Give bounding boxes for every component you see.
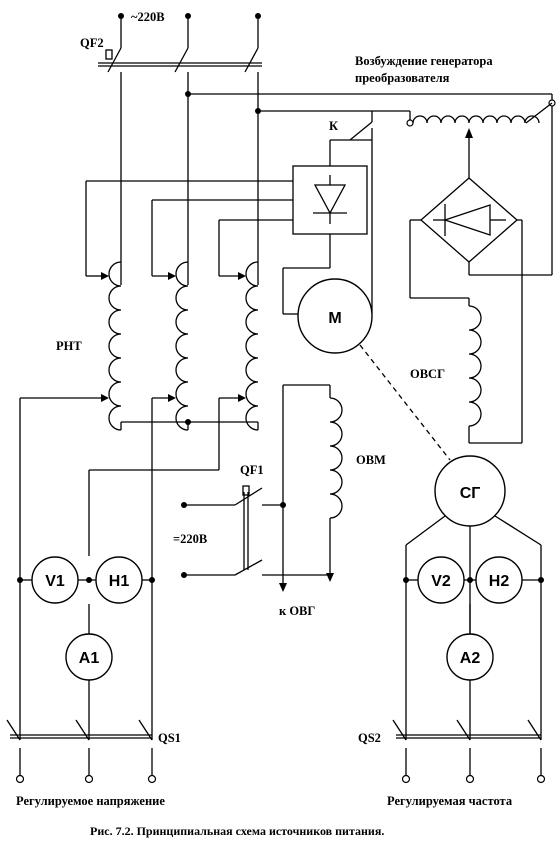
- voltmeter-v2: [417, 556, 465, 604]
- generator-rectifier-bridge: [409, 150, 552, 444]
- figure-caption: Рис. 7.2. Принципиальная схема источнико…: [90, 824, 384, 838]
- label-rnt: РНТ: [56, 339, 82, 353]
- meter-label-v1: V1: [45, 573, 65, 590]
- label-regulated-voltage: Регулируемое напряжение: [16, 794, 165, 808]
- frequency-meter-h1: [95, 556, 143, 604]
- label-qs1: QS1: [158, 731, 181, 745]
- label-qf2: QF2: [80, 36, 104, 50]
- label-excitation-line1: Возбуждение генератора: [355, 54, 493, 68]
- rnt-autotransformer: [20, 181, 259, 431]
- main-supply-lines: [98, 13, 262, 285]
- motor-label: М: [328, 310, 341, 327]
- meter-label-a1: A1: [79, 650, 100, 667]
- ammeter-a1: [65, 633, 113, 681]
- voltmeter-v1: [31, 556, 79, 604]
- switch-qs1: [6, 719, 157, 784]
- frequency-meter-h2: [475, 556, 523, 604]
- contact-k: [329, 111, 373, 166]
- label-ovsg: ОВСГ: [410, 367, 445, 381]
- label-supply-ac: ~220В: [131, 10, 165, 24]
- left-output-lines: [17, 398, 220, 740]
- label-regulated-frequency: Регулируемая частота: [387, 794, 513, 808]
- label-excitation-line2: преобразователя: [355, 71, 450, 85]
- right-output-lines: [403, 577, 544, 634]
- dc-breaker-qf1: [181, 485, 330, 578]
- label-to-ovg: к ОВГ: [279, 604, 315, 618]
- meter-label-h1: H1: [109, 573, 130, 590]
- ammeter-a2: [446, 633, 494, 681]
- label-ovm: ОВМ: [356, 453, 386, 467]
- label-contact-k: К: [329, 119, 338, 133]
- ovsg-field-winding: [468, 298, 482, 443]
- meter-label-v2: V2: [431, 573, 451, 590]
- generator-label: СГ: [460, 485, 481, 502]
- label-supply-dc: =220В: [173, 532, 207, 546]
- motor-rectifier: [86, 140, 373, 315]
- meter-label-h2: H2: [489, 573, 510, 590]
- switch-qs2: [392, 719, 546, 784]
- excitation-rheostat: [412, 115, 540, 150]
- ovm-field-winding: [279, 384, 343, 592]
- motor-m: [297, 278, 451, 461]
- meter-label-a2: A2: [460, 650, 481, 667]
- label-qs2: QS2: [358, 731, 381, 745]
- excitation-bus: [188, 93, 556, 275]
- label-qf1: QF1: [240, 463, 264, 477]
